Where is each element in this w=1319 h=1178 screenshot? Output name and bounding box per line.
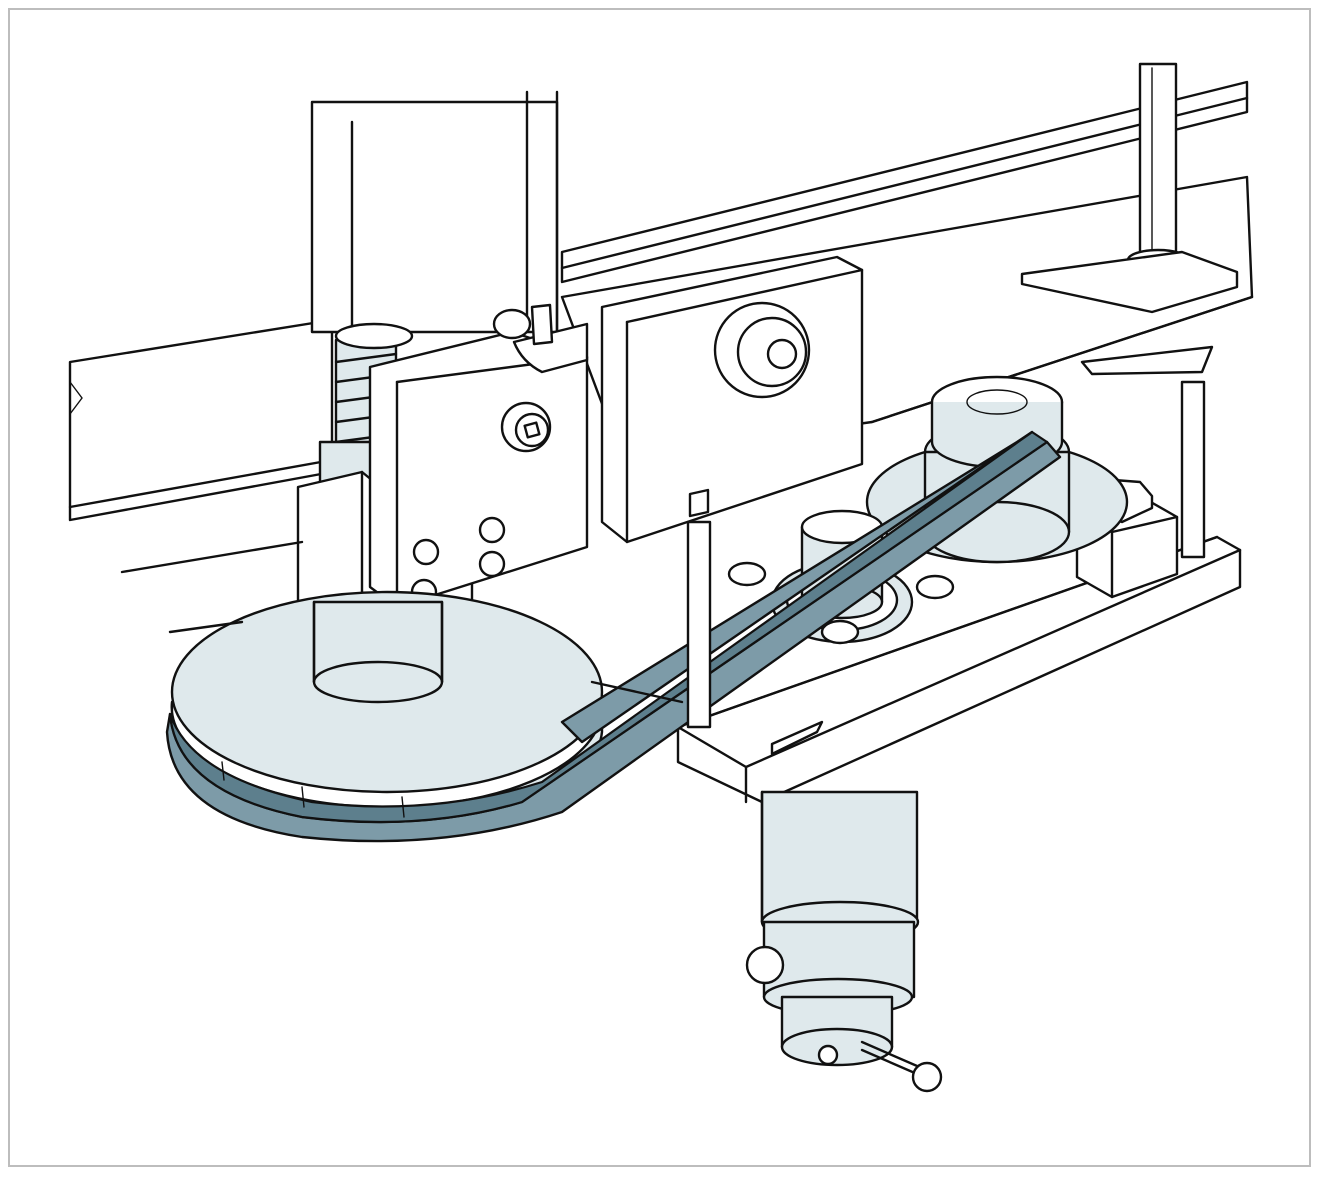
vertical-column (310, 90, 559, 334)
mechanical-belt-drive-illustration (68, 62, 1254, 1093)
clamp-plate (368, 303, 589, 609)
guide-rod (1020, 62, 1239, 314)
lower-guide-posts (120, 520, 712, 729)
upper-frame-beam (560, 80, 1249, 284)
motor-housing (760, 790, 920, 1067)
clamp-lever (745, 945, 943, 1093)
image-frame (8, 8, 1311, 1167)
guide-plate (600, 255, 864, 544)
fixing-screw-4 (478, 550, 506, 578)
fixing-screw-1 (412, 538, 440, 566)
left-frame-beam (68, 318, 334, 522)
fixing-screw-2 (478, 516, 506, 544)
flat-drive-belt (165, 430, 1062, 843)
base-plate (676, 380, 1242, 804)
wedge-block (1080, 345, 1214, 376)
clamp-knob (745, 945, 785, 985)
lever-ball (911, 1061, 943, 1093)
